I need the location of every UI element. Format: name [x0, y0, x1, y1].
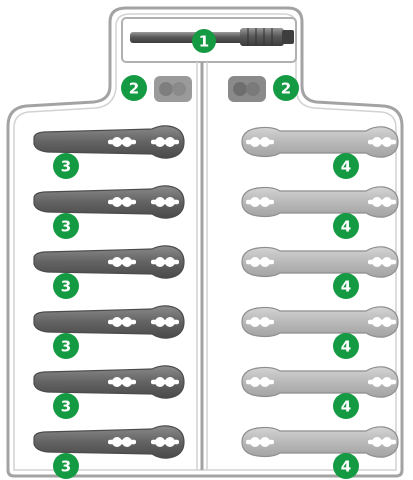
- cap-left: [154, 76, 192, 102]
- callout-badge-dark-left-3: 3: [53, 273, 79, 299]
- callout-badge-light-right-3: 4: [333, 273, 359, 299]
- dark-blade-4: [33, 305, 185, 339]
- callout-label-dark-left-2: 3: [61, 218, 71, 236]
- callout-badge-light-right-5: 4: [333, 393, 359, 419]
- shaft-compartment: [121, 17, 297, 63]
- cap-right: [228, 76, 266, 102]
- callout-badge-dark-left-6: 3: [53, 453, 79, 479]
- callout-badge-1: 1: [192, 29, 216, 53]
- light-blade-3: [241, 246, 399, 278]
- light-blade-6: [241, 426, 399, 458]
- callout-badge-dark-left-5: 3: [53, 393, 79, 419]
- callout-badge-2-left: 2: [121, 75, 147, 101]
- light-blade-5: [241, 366, 399, 398]
- callout-label-2-right: 2: [281, 80, 291, 98]
- callout-label-light-right-5: 4: [341, 398, 351, 416]
- callout-label-dark-left-3: 3: [61, 278, 71, 296]
- dark-blade-5: [33, 365, 185, 399]
- callout-label-1: 1: [199, 33, 209, 51]
- callout-label-dark-left-1: 3: [61, 158, 71, 176]
- dark-blade-6: [33, 425, 185, 459]
- dark-blade-1: [33, 125, 185, 159]
- callout-badge-light-right-6: 4: [333, 453, 359, 479]
- dark-blade-3: [33, 245, 185, 279]
- tray-outline: [6, 6, 404, 478]
- callout-badge-light-right-2: 4: [333, 213, 359, 239]
- callout-badge-dark-left-4: 3: [53, 333, 79, 359]
- callout-label-light-right-2: 4: [341, 218, 351, 236]
- callout-label-light-right-3: 4: [341, 278, 351, 296]
- callout-label-2-left: 2: [129, 80, 139, 98]
- callout-label-dark-left-6: 3: [61, 458, 71, 476]
- light-blade-1: [241, 126, 399, 158]
- callout-badge-2-right: 2: [273, 75, 299, 101]
- blade-rows: 3 4 3 4 3 4 3 4 3 4 3 4: [33, 125, 399, 479]
- callout-label-dark-left-4: 3: [61, 338, 71, 356]
- callout-label-light-right-4: 4: [341, 338, 351, 356]
- callout-badge-light-right-1: 4: [333, 153, 359, 179]
- callout-label-light-right-1: 4: [341, 158, 351, 176]
- callout-badge-light-right-4: 4: [333, 333, 359, 359]
- dark-blade-2: [33, 185, 185, 219]
- light-blade-4: [241, 306, 399, 338]
- callout-badge-dark-left-2: 3: [53, 213, 79, 239]
- callout-label-dark-left-5: 3: [61, 398, 71, 416]
- callout-badge-dark-left-1: 3: [53, 153, 79, 179]
- shaft: [130, 28, 294, 46]
- light-blade-2: [241, 186, 399, 218]
- callout-label-light-right-6: 4: [341, 458, 351, 476]
